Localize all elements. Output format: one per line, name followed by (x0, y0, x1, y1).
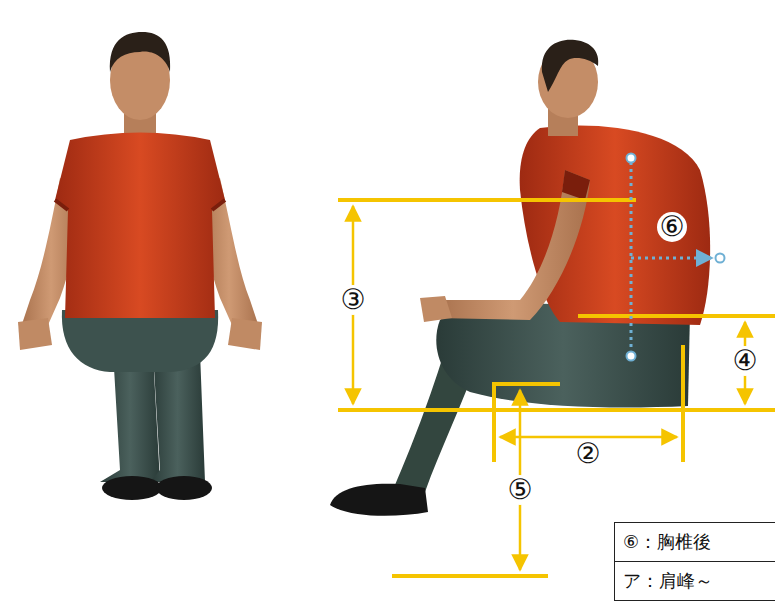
thighs (62, 310, 218, 372)
dimension-arrow (500, 436, 677, 439)
landmark-point (627, 154, 636, 163)
side-shoe (330, 484, 428, 516)
callout-number: ⑥ (657, 212, 687, 242)
landmark-point (627, 352, 636, 361)
callout-number: ③ (338, 285, 368, 315)
extension-line (681, 345, 685, 462)
side-hand (420, 296, 452, 322)
extension-line (492, 384, 496, 462)
side-arm (436, 170, 590, 320)
dotted-arrow (631, 257, 712, 260)
extension-line (392, 574, 548, 578)
side-hair (542, 40, 598, 92)
thoracic-measure (627, 154, 725, 361)
dimension-lines (338, 200, 775, 576)
callout-number: ⑤ (505, 475, 535, 505)
front-shirt (55, 133, 225, 319)
table-cell: ⑥：胸椎後 (615, 523, 775, 561)
landmark-point (716, 254, 725, 263)
extension-line (492, 382, 560, 386)
callout-number: ④ (730, 346, 760, 376)
left-shoe (102, 476, 162, 500)
callout-number: ② (573, 439, 603, 469)
extension-line (578, 314, 775, 318)
right-hand (228, 318, 262, 350)
extension-line (338, 198, 636, 202)
left-hand (18, 318, 52, 350)
front-view-person (18, 32, 262, 500)
sleeve-hem (55, 200, 225, 210)
table-cell: ア：肩峰～ (615, 561, 775, 600)
side-sleeve-hem (562, 170, 590, 200)
legend-table-box: ⑥：胸椎後ア：肩峰～ (614, 522, 775, 601)
front-hair (110, 32, 170, 72)
right-shoe (156, 476, 212, 500)
extension-line (548, 408, 775, 412)
